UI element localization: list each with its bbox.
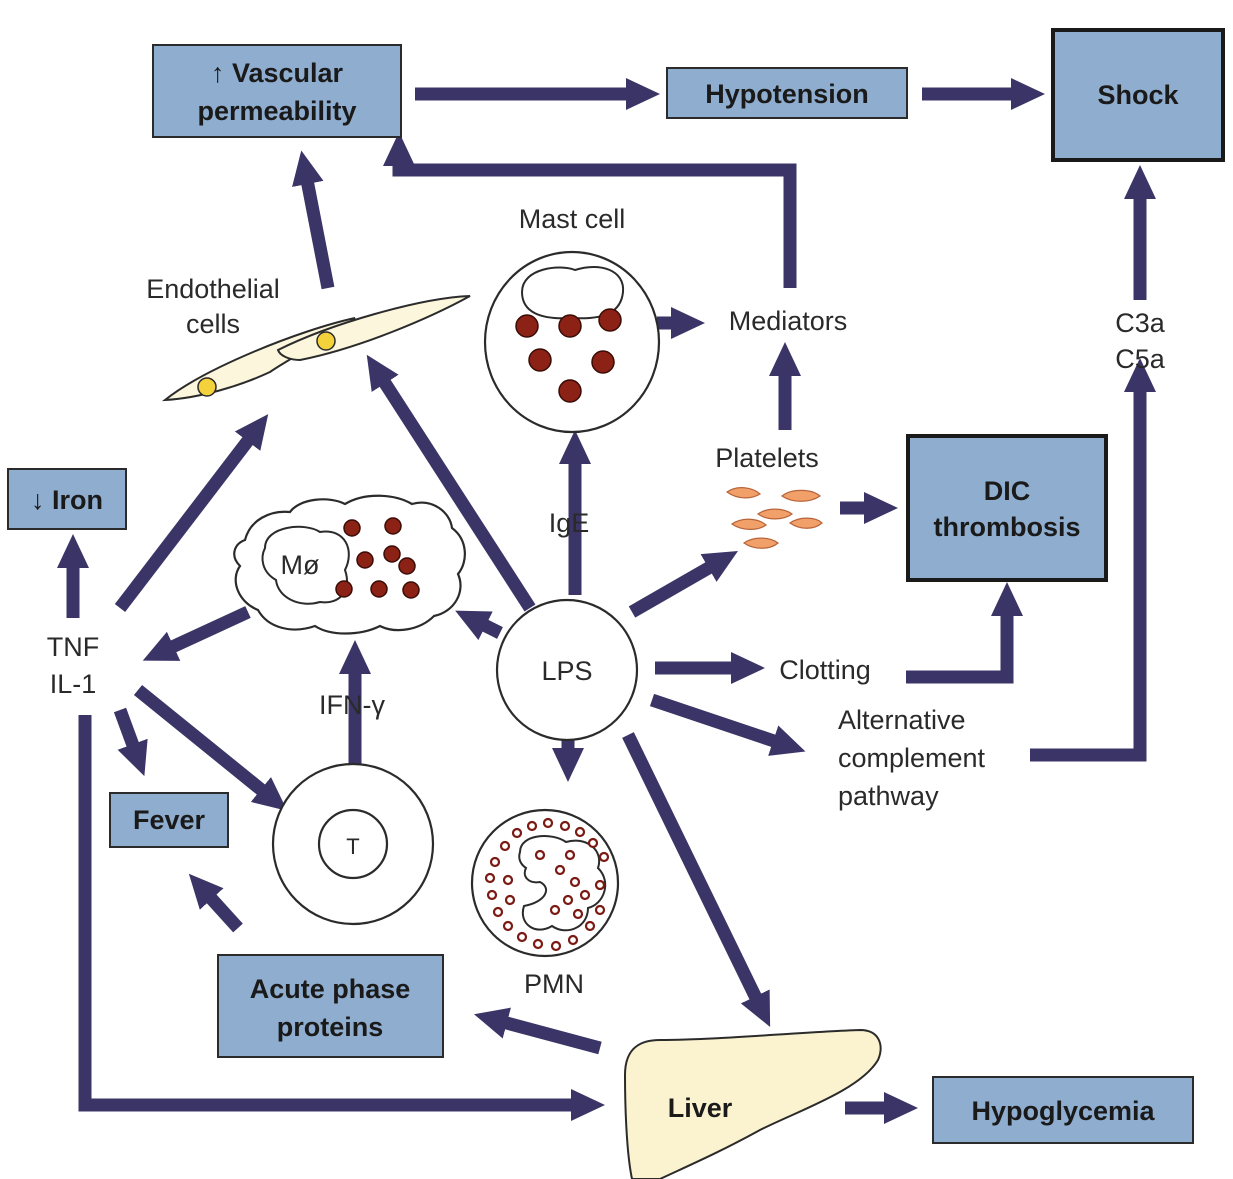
arrow-lps-to-platelets bbox=[628, 551, 739, 618]
endothelial-nucleus bbox=[316, 331, 336, 351]
granule bbox=[398, 557, 416, 575]
iron-box: ↓ Iron bbox=[7, 468, 127, 530]
arrow-clotting-to-dic bbox=[906, 582, 1023, 684]
t-cell-label: T bbox=[346, 834, 359, 859]
granule bbox=[558, 314, 582, 338]
platelet bbox=[780, 489, 821, 502]
alternative-label-line2: complement bbox=[838, 743, 986, 773]
platelets-illustration bbox=[725, 487, 823, 549]
granule bbox=[343, 519, 361, 537]
arrow-liver-to-acute bbox=[474, 1007, 602, 1055]
arrow-mediators-to-permeability bbox=[383, 132, 797, 288]
endothelial-cells-illustration bbox=[161, 295, 471, 402]
platelet bbox=[725, 487, 762, 499]
arrow-lps-to-endothelial bbox=[366, 354, 536, 612]
fever-box: Fever bbox=[109, 792, 229, 848]
endothelial-label-line1: Endothelial bbox=[146, 274, 280, 304]
granule bbox=[384, 517, 402, 535]
granule bbox=[515, 314, 539, 338]
arrow-alternative-to-c3a bbox=[1030, 358, 1156, 762]
alternative-label-line3: pathway bbox=[838, 781, 939, 811]
arrow-lps-to-alternative bbox=[649, 693, 806, 756]
lps-node: LPS bbox=[495, 598, 639, 742]
alternative-label-line1: Alternative bbox=[838, 705, 966, 735]
platelets-label: Platelets bbox=[715, 443, 819, 473]
pmn-granules bbox=[484, 817, 610, 952]
hypoglycemia-label: Hypoglycemia bbox=[971, 1096, 1155, 1126]
arrow-tnf-to-tcell bbox=[133, 684, 288, 811]
platelet bbox=[742, 537, 779, 549]
ifn-gamma-label: IFN-γ bbox=[319, 690, 385, 720]
platelet bbox=[756, 508, 794, 520]
granule bbox=[528, 348, 552, 372]
endothelial-nucleus bbox=[197, 377, 217, 397]
acute-phase-line2: proteins bbox=[277, 1012, 384, 1042]
arrows bbox=[57, 78, 1156, 1124]
arrow-lps-to-liver bbox=[622, 732, 771, 1027]
arrow-macrophage-to-tnf bbox=[142, 606, 251, 661]
granule bbox=[598, 308, 622, 332]
hypotension-box: Hypotension bbox=[666, 67, 908, 119]
mediators-label: Mediators bbox=[729, 306, 848, 336]
acute-phase-box: Acute phase proteins bbox=[217, 954, 444, 1058]
pmn-illustration bbox=[470, 808, 620, 958]
granule bbox=[402, 581, 420, 599]
clotting-label: Clotting bbox=[779, 655, 871, 685]
macrophage-label: Mø bbox=[281, 550, 320, 580]
fever-label: Fever bbox=[133, 805, 206, 835]
il1-label: IL-1 bbox=[50, 669, 97, 699]
c5a-label: C5a bbox=[1115, 344, 1166, 374]
granule bbox=[356, 551, 374, 569]
shock-label: Shock bbox=[1097, 80, 1179, 110]
dic-line1: DIC bbox=[984, 476, 1031, 506]
pmn-label: PMN bbox=[524, 969, 584, 999]
mast-cell-label: Mast cell bbox=[519, 204, 626, 234]
ige-label: IgE bbox=[549, 508, 590, 538]
arrow-tnf-to-liver bbox=[78, 715, 605, 1121]
arrow-lps-to-macrophage bbox=[455, 610, 503, 641]
arrow-tnf-to-endothelial bbox=[114, 414, 269, 612]
dic-thrombosis-box: DIC thrombosis bbox=[906, 434, 1108, 582]
granule bbox=[370, 580, 388, 598]
acute-phase-line1: Acute phase bbox=[250, 974, 411, 1004]
vascular-permeability-box: ↑ Vascular permeability bbox=[152, 44, 402, 138]
tnf-label: TNF bbox=[47, 632, 99, 662]
granule bbox=[558, 379, 582, 403]
shock-box: Shock bbox=[1051, 28, 1225, 162]
c3a-label: C3a bbox=[1115, 308, 1166, 338]
endothelial-label-line2: cells bbox=[186, 309, 240, 339]
arrow-endothelial-to-permeability bbox=[292, 150, 335, 290]
iron-label: ↓ Iron bbox=[31, 485, 103, 515]
liver-label: Liver bbox=[668, 1093, 733, 1123]
t-cell-illustration: T bbox=[271, 762, 435, 926]
granule bbox=[591, 350, 615, 374]
arrow-acute-to-fever bbox=[188, 873, 243, 933]
lps-label: LPS bbox=[541, 656, 592, 686]
vascular-permeability-line1: ↑ Vascular bbox=[211, 58, 344, 88]
macrophage-illustration bbox=[233, 494, 466, 635]
liver-illustration: Liver bbox=[623, 1028, 882, 1179]
dic-line2: thrombosis bbox=[933, 512, 1080, 542]
platelet bbox=[788, 517, 823, 529]
platelet bbox=[730, 518, 767, 530]
hypotension-label: Hypotension bbox=[705, 79, 869, 109]
vascular-permeability-line2: permeability bbox=[197, 96, 356, 126]
mast-cell-illustration bbox=[483, 250, 661, 434]
arrow-tnf-to-fever bbox=[113, 707, 148, 777]
granule bbox=[383, 545, 401, 563]
granule bbox=[335, 580, 353, 598]
hypoglycemia-box: Hypoglycemia bbox=[932, 1076, 1194, 1144]
